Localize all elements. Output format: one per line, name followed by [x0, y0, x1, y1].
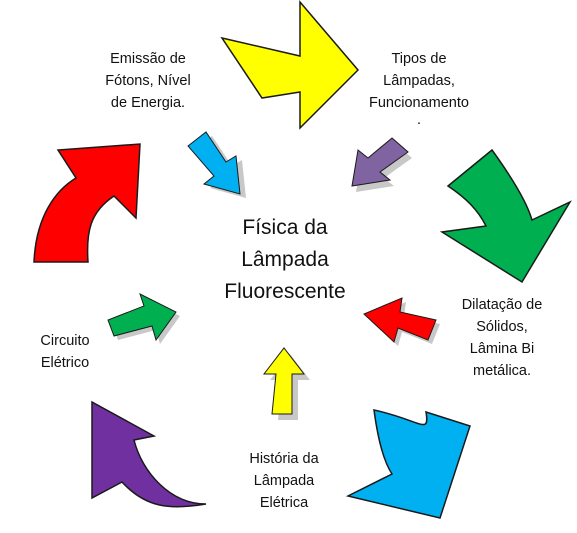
topic-line: .	[416, 112, 422, 128]
center-title-line: Lâmpada	[241, 248, 329, 271]
topic-line: Fótons, Nível	[105, 73, 191, 89]
topic-line: Circuito	[40, 333, 90, 349]
blue-curved-arrow	[345, 409, 471, 519]
topic-line: Elétrica	[259, 495, 309, 511]
topic-line: Funcionamento	[369, 95, 469, 111]
red-curved-arrow	[33, 143, 141, 263]
topic-line: Emissão de	[110, 51, 186, 67]
inner-red-arrow	[363, 297, 437, 343]
center-title-line: Física da	[242, 216, 328, 239]
topic-line: Sólidos,	[476, 319, 528, 335]
topic-line: Lâmpada	[253, 473, 315, 489]
green-curved-arrow	[439, 148, 572, 284]
center-title: Física da Lâmpada Fluorescente	[190, 212, 380, 308]
inner-blue-arrow	[187, 131, 241, 195]
topic-emissao: Emissão de Fótons, Nível de Energia.	[92, 48, 204, 114]
topic-line: História da	[249, 451, 319, 467]
topic-historia: História da Lâmpada Elétrica	[228, 448, 340, 514]
yellow-curved-arrow	[220, 0, 360, 130]
topic-line: Lâmina Bi	[469, 341, 535, 357]
topic-line: Tipos de	[391, 51, 447, 67]
inner-purple-arrow	[351, 137, 409, 187]
center-title-line: Fluorescente	[224, 280, 346, 303]
topic-line: Lâmpadas,	[383, 73, 455, 89]
topic-tipos: Tipos de Lâmpadas, Funcionamento .	[362, 48, 476, 128]
topic-line: Dilatação de	[461, 297, 543, 313]
topic-line: Elétrico	[40, 355, 90, 371]
topic-circuito: Circuito Elétrico	[20, 330, 110, 374]
purple-curved-arrow	[91, 400, 207, 508]
topic-line: metálica.	[472, 363, 532, 379]
inner-yellow-arrow	[262, 347, 306, 415]
topic-dilatacao: Dilatação de Sólidos, Lâmina Bi metálica…	[446, 294, 558, 382]
topic-line: de Energia.	[110, 95, 186, 111]
inner-green-arrow	[107, 293, 177, 342]
